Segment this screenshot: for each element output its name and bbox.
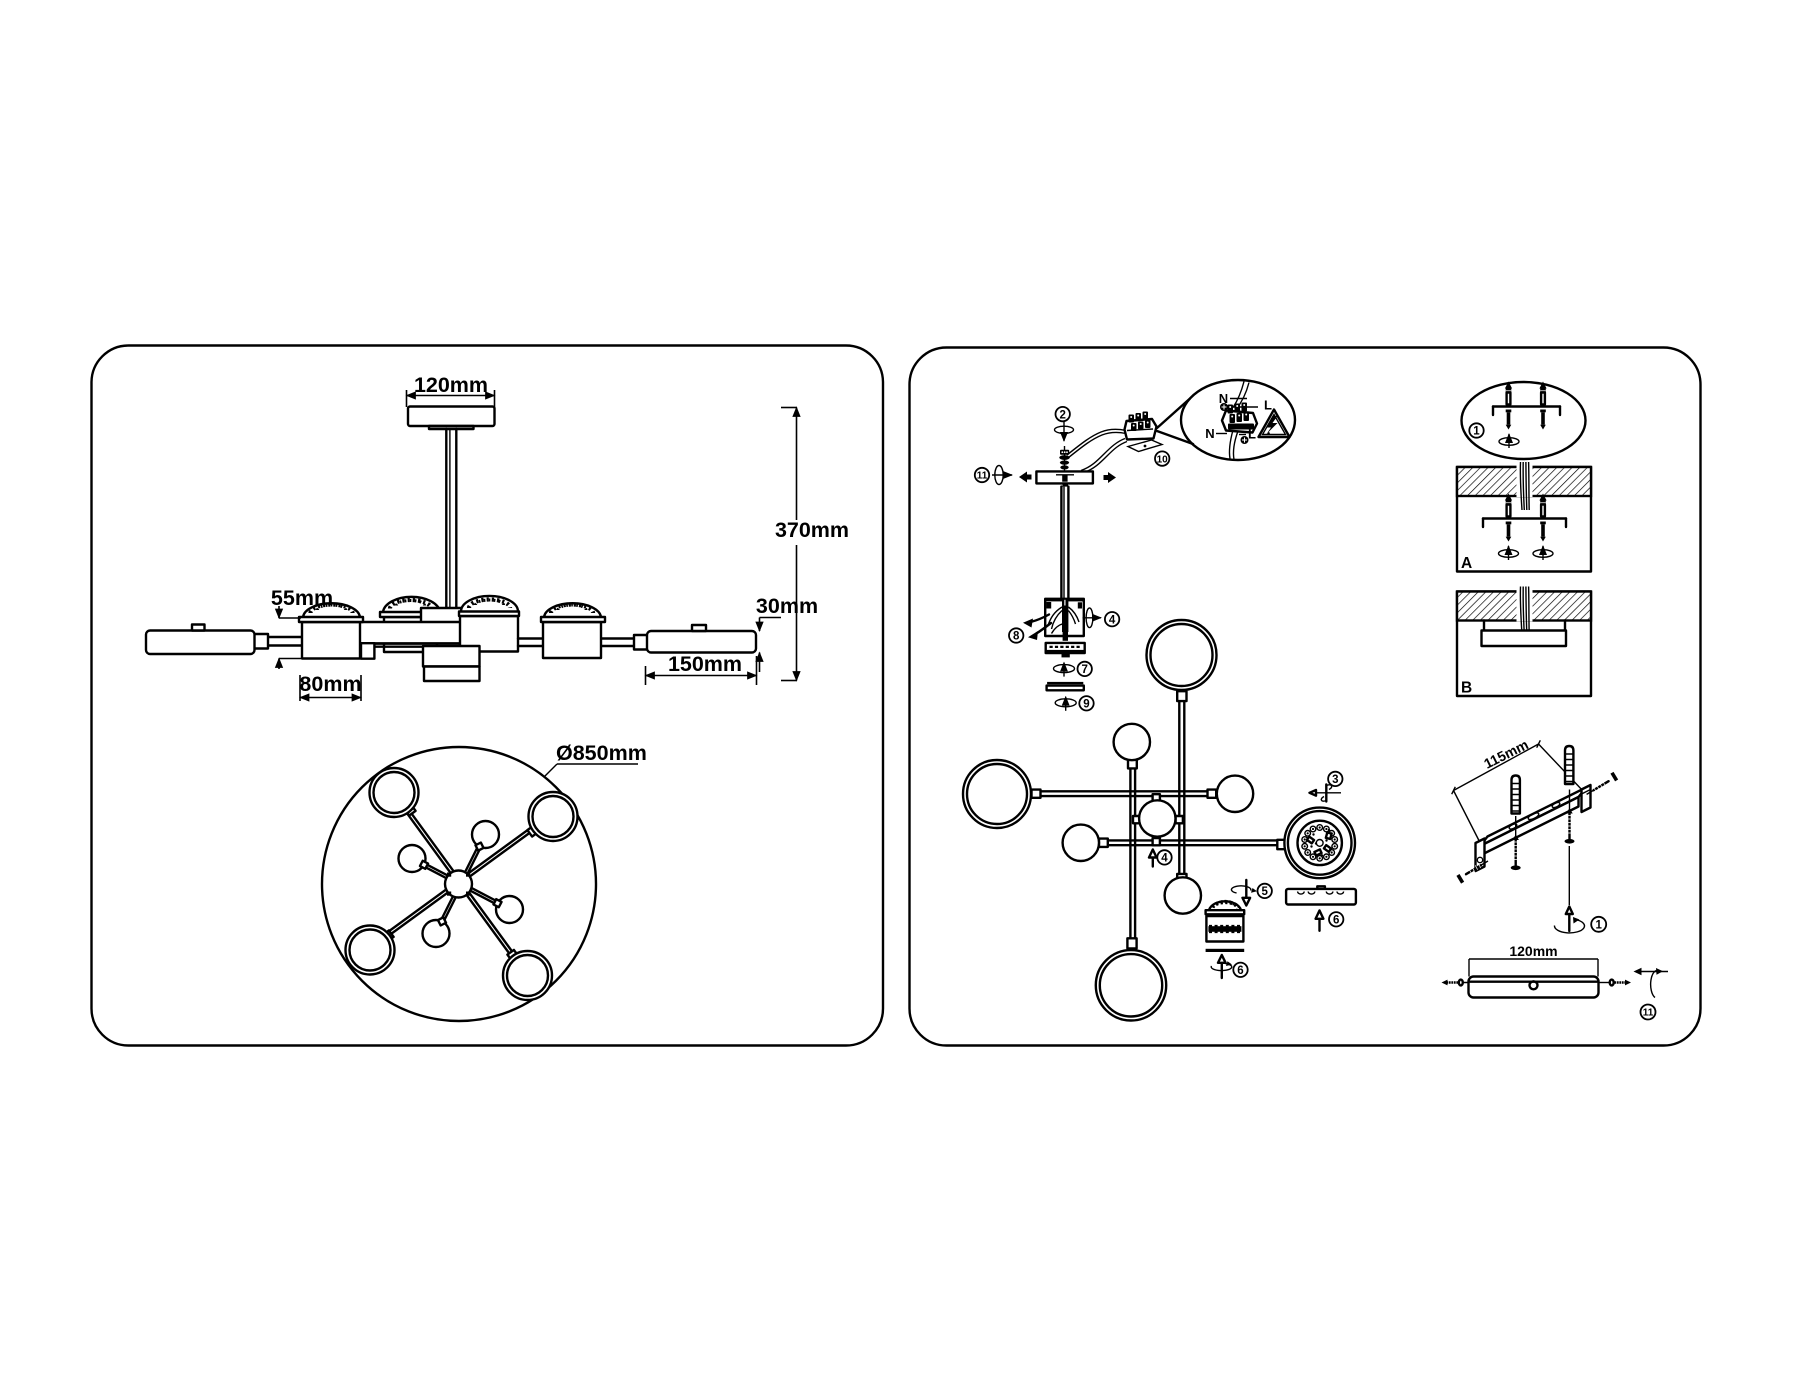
svg-text:150mm: 150mm — [668, 652, 742, 676]
svg-text:N: N — [1219, 391, 1228, 406]
svg-text:1: 1 — [1595, 920, 1602, 932]
svg-text:30mm: 30mm — [756, 594, 818, 618]
svg-text:80mm: 80mm — [299, 672, 361, 696]
svg-text:370mm: 370mm — [775, 518, 849, 542]
svg-text:8: 8 — [1013, 631, 1020, 643]
svg-text:A: A — [1461, 555, 1472, 572]
svg-text:2: 2 — [1059, 409, 1065, 421]
svg-text:Ø850mm: Ø850mm — [556, 741, 647, 765]
svg-text:6: 6 — [1333, 915, 1339, 927]
svg-text:N: N — [1205, 426, 1214, 441]
svg-text:10: 10 — [1157, 454, 1169, 465]
svg-text:6: 6 — [1237, 965, 1243, 977]
svg-text:5: 5 — [1261, 886, 1268, 898]
svg-text:7: 7 — [1081, 664, 1087, 676]
svg-text:1: 1 — [1473, 426, 1480, 438]
svg-text:L: L — [1264, 398, 1272, 413]
svg-text:4: 4 — [1161, 853, 1168, 865]
svg-text:3: 3 — [1332, 774, 1338, 786]
svg-text:120mm: 120mm — [1509, 943, 1557, 959]
svg-text:B: B — [1461, 680, 1472, 697]
svg-text:L: L — [1248, 427, 1256, 442]
svg-text:55mm: 55mm — [271, 586, 333, 610]
svg-text:11: 11 — [1643, 1008, 1654, 1019]
svg-text:11: 11 — [977, 471, 988, 482]
svg-text:4: 4 — [1109, 614, 1116, 626]
svg-text:120mm: 120mm — [414, 373, 488, 397]
svg-text:9: 9 — [1083, 699, 1089, 711]
